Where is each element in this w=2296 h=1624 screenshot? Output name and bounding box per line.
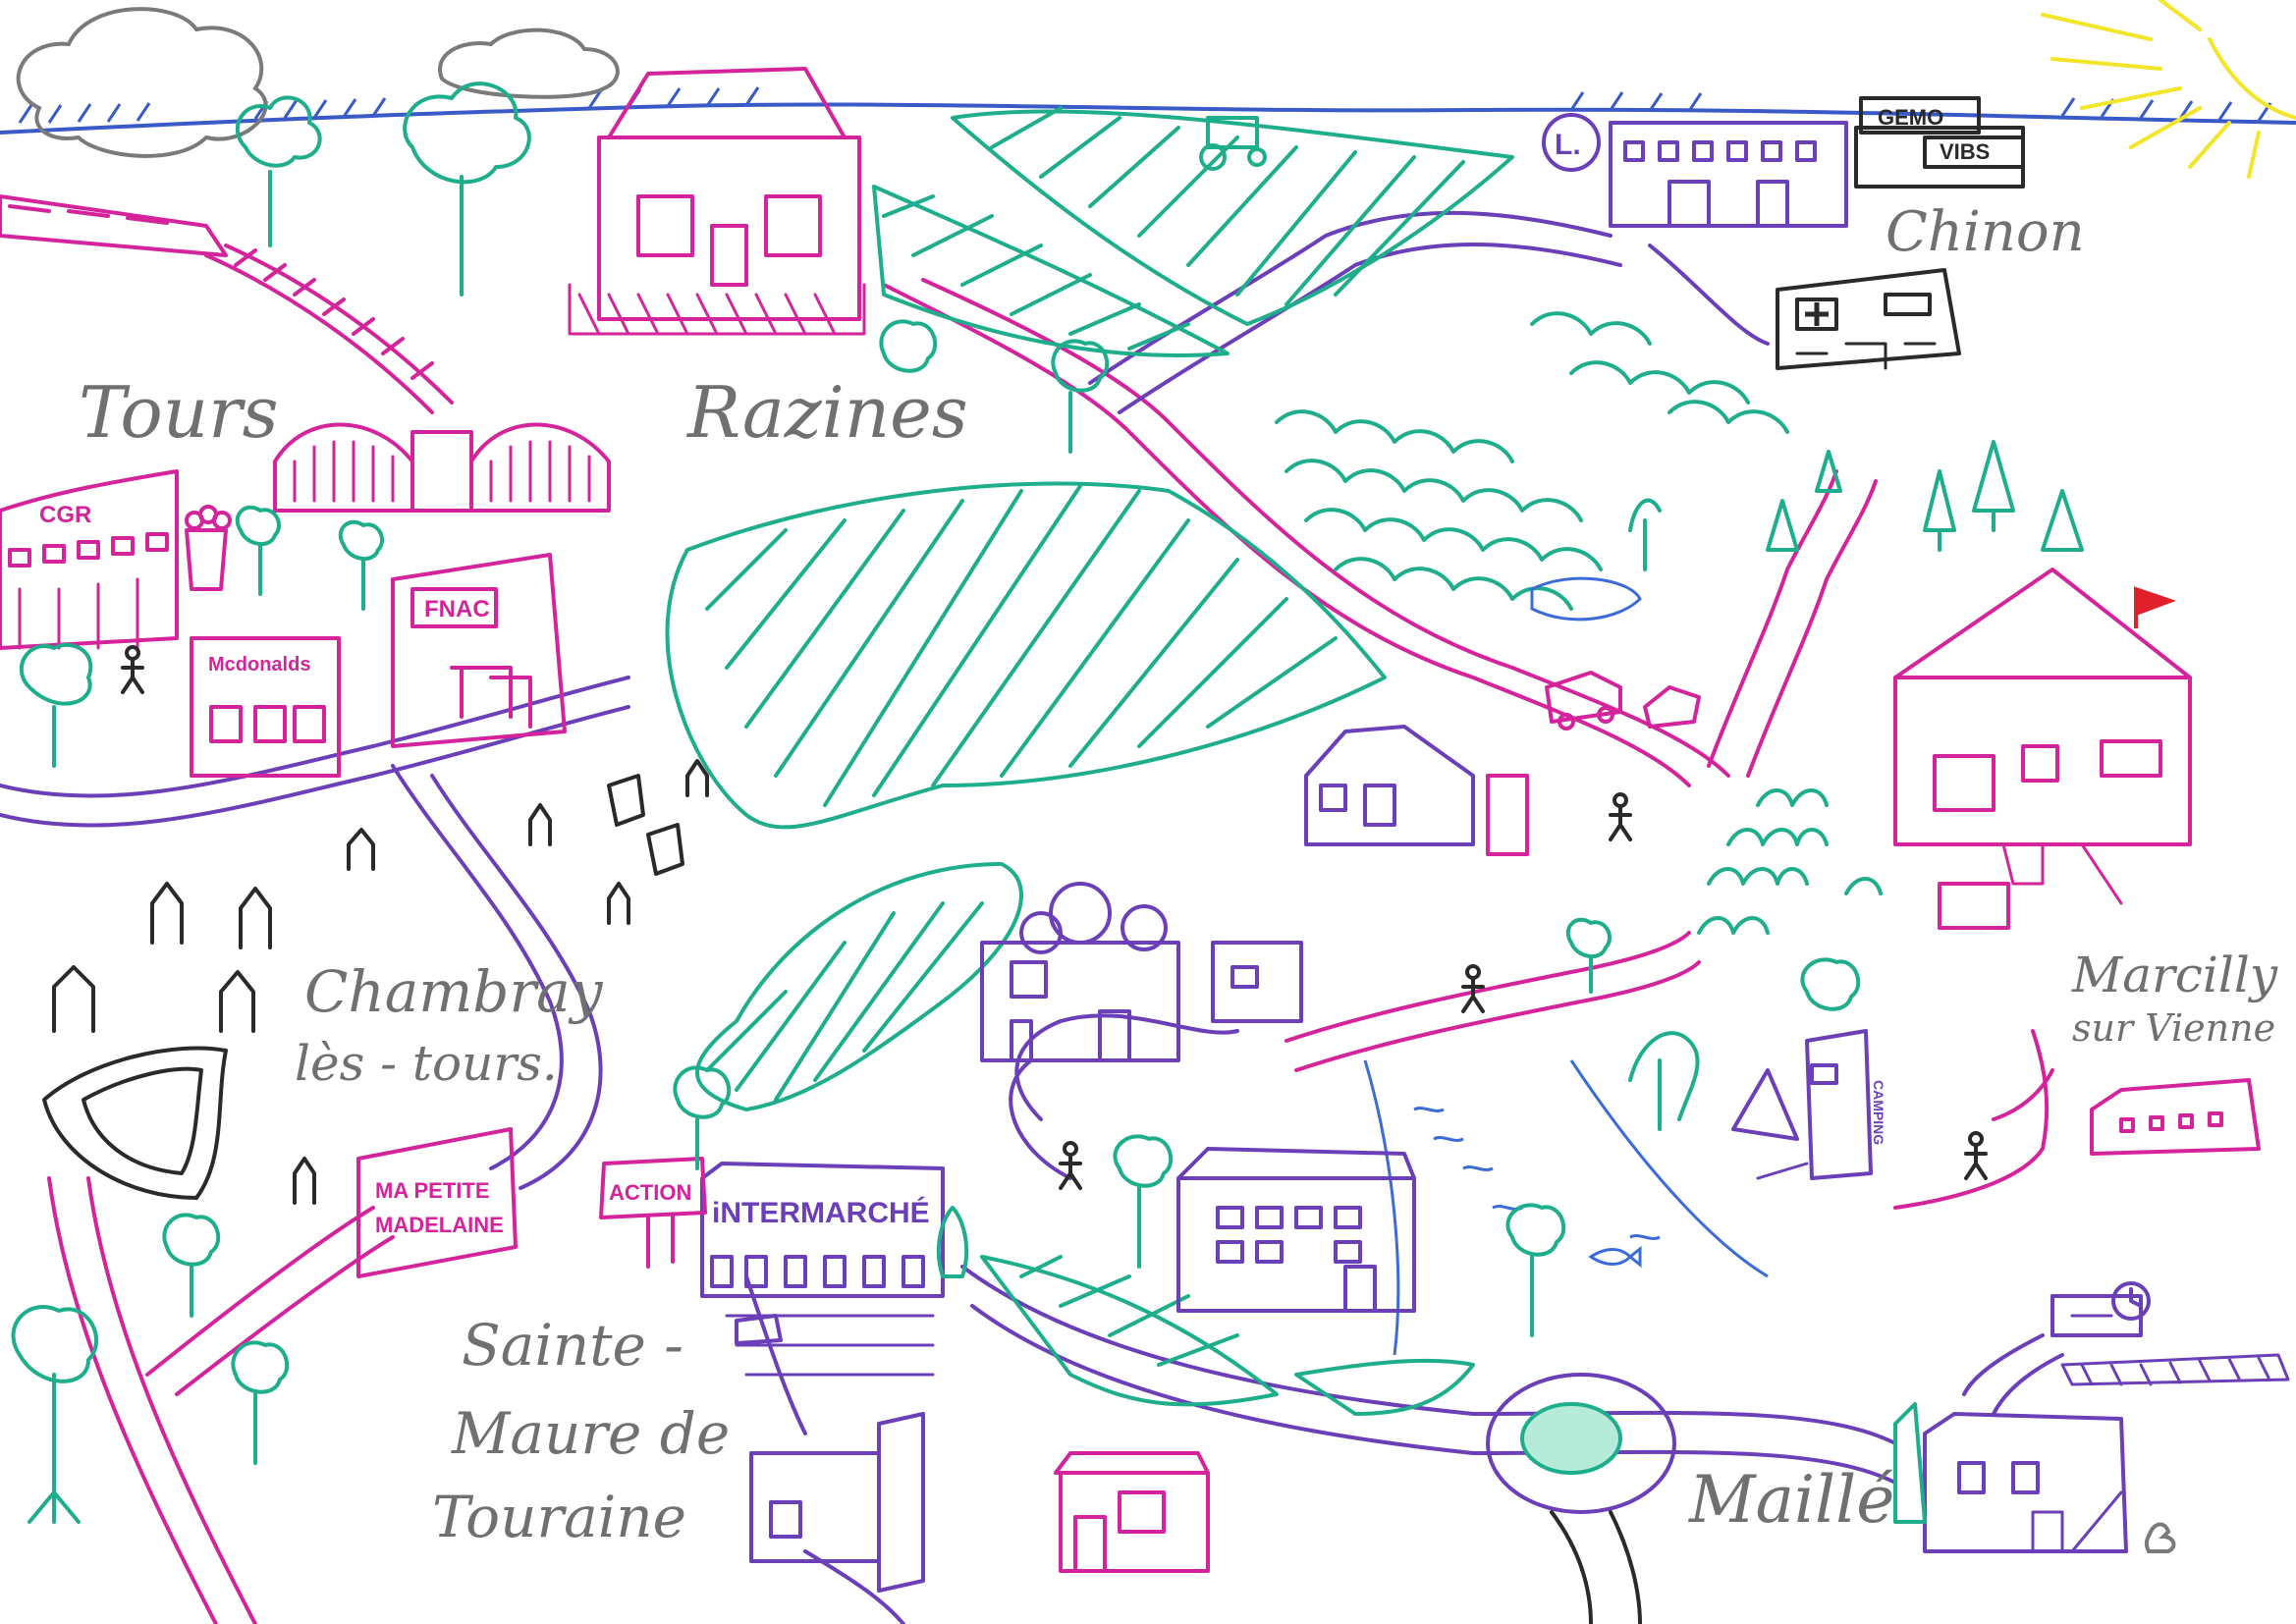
mcdonalds-sign: Mcdonalds (208, 654, 310, 676)
pine-tree-icon (1766, 440, 2084, 552)
car-icon (1643, 685, 1701, 729)
duck-icon (2144, 1522, 2176, 1553)
town-label-marcilly-1: Marcilly (2071, 947, 2278, 1003)
fish-icon (1588, 1245, 1642, 1269)
fnac-building (391, 553, 567, 748)
popcorn-icon (185, 505, 232, 591)
town-label-sainte-maure-3: Touraine (432, 1484, 686, 1550)
town-label-razines: Razines (685, 371, 968, 454)
town-label-sainte-maure-2: Maure de (451, 1400, 730, 1467)
person-icon (1059, 1141, 1082, 1190)
hospital (1776, 268, 1961, 370)
tractor-icon (1199, 116, 1267, 171)
town-hall (1176, 1147, 1416, 1313)
car-icon (735, 1314, 783, 1345)
roundabout (1486, 1373, 1676, 1514)
ma-petite-madelaine-shop (356, 1127, 518, 1278)
maille-building (1923, 1294, 2290, 1553)
sainte-maure-buildings (749, 1412, 925, 1593)
town-label-chambray-2: lès - tours. (295, 1035, 558, 1092)
train-station (273, 422, 611, 513)
cgr-sign: CGR (39, 502, 91, 528)
stadium (42, 1046, 228, 1200)
intermarche-sign: iNTERMARCHÉ (712, 1196, 930, 1229)
sun-icon (2041, 0, 2296, 179)
action-store-sign (599, 1157, 707, 1269)
cloud-icon (16, 7, 268, 158)
gemo-vibs-store (1854, 96, 2025, 189)
train-icon (0, 194, 454, 414)
small-purple-house (1304, 725, 1475, 846)
field-left-lower (695, 862, 1023, 1111)
field-centre (665, 481, 1387, 830)
town-label-chambray-1: Chambray (304, 958, 604, 1025)
field-bottom (980, 1255, 1475, 1416)
person-icon (1609, 792, 1632, 841)
action-sign: ACTION (609, 1180, 691, 1205)
cabin (1211, 941, 1303, 1023)
hedge (1697, 788, 1883, 935)
vibs-sign: VIBS (1940, 139, 1990, 164)
marcilly-chateau (1893, 568, 2192, 930)
person-icon (121, 645, 144, 694)
town-label-maille: Maillé (1688, 1462, 1894, 1538)
gemo-sign: GEMO (1878, 105, 1943, 130)
person-icon (1964, 1131, 1988, 1180)
brasserie-tower (1486, 774, 1529, 856)
clock-icon (2111, 1281, 2151, 1321)
river (1363, 1059, 1769, 1356)
tree-icon (11, 81, 1927, 1524)
road-network (0, 210, 2064, 1624)
person-icon (1461, 964, 1485, 1013)
madelaine-sign-line1: MA PETITE (375, 1178, 490, 1203)
camping-sign: CAMPING (1871, 1080, 1886, 1145)
town-label-tours: Tours (79, 371, 279, 454)
razines-house (568, 67, 866, 336)
chambray-houses (52, 759, 709, 1205)
hospital-cross-icon (1805, 302, 1829, 326)
lidl-sign: L. (1555, 129, 1581, 161)
camping (1731, 1029, 1873, 1180)
madelaine-sign-line2: MADELAINE (375, 1213, 504, 1237)
town-label-chinon: Chinon (1886, 200, 2085, 264)
mcdonalds-building (190, 636, 341, 778)
cloud-icon (438, 27, 620, 99)
observatory-building (980, 882, 1180, 1062)
bakery-house (1054, 1451, 1210, 1573)
fnac-sign: FNAC (424, 596, 490, 623)
town-label-marcilly-2: sur Vienne (2072, 1006, 2275, 1050)
town-label-sainte-maure-1: Sainte - (462, 1312, 683, 1379)
marcilly-house (2090, 1078, 2261, 1156)
vineyard (1275, 311, 1789, 611)
flag-icon (2134, 586, 2176, 628)
lidl-store (1542, 113, 1848, 228)
car-icon (1545, 671, 1622, 731)
cgr-cinema (0, 469, 179, 650)
pond (1530, 576, 1642, 622)
field-top (872, 106, 1514, 357)
